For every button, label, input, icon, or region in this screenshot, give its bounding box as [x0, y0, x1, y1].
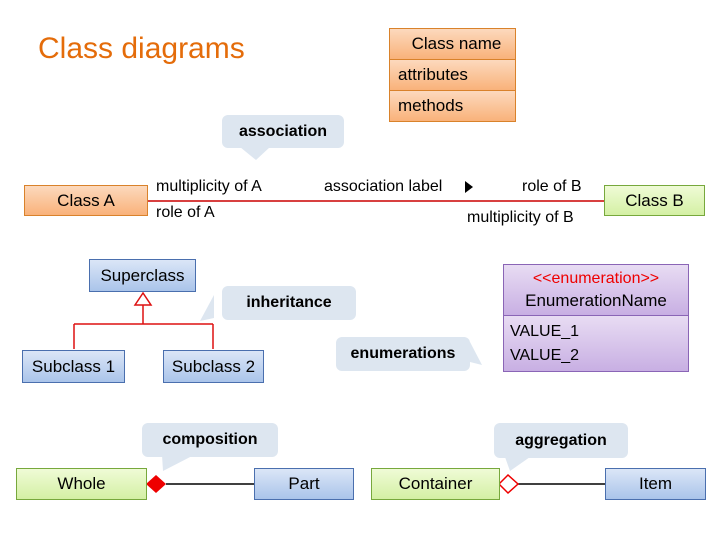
composition-callout: composition [142, 423, 278, 457]
enumeration-value-2: VALUE_2 [510, 347, 580, 364]
composition-diamond [146, 475, 166, 493]
enumeration-values: VALUE_1 VALUE_2 [503, 315, 689, 372]
aggregation-diamond [497, 473, 520, 495]
enumeration-name: EnumerationName [525, 291, 667, 310]
item-box: Item [605, 468, 706, 500]
role-b-label: role of B [522, 178, 582, 195]
legend-methods: methods [389, 90, 516, 122]
aggregation-callout: aggregation [494, 423, 628, 458]
enumeration-stereotype: <<enumeration>> [532, 270, 660, 287]
association-callout: association [222, 115, 344, 148]
part-box: Part [254, 468, 354, 500]
enumeration-header: <<enumeration>> EnumerationName [503, 264, 689, 316]
multiplicity-b-label: multiplicity of B [467, 209, 574, 226]
class-a-box: Class A [24, 185, 148, 216]
inheritance-triangle [133, 291, 153, 306]
enumeration-value-1: VALUE_1 [510, 323, 580, 340]
superclass-box: Superclass [89, 259, 196, 292]
enumerations-callout: enumerations [336, 337, 470, 371]
subclass-1-box: Subclass 1 [22, 350, 125, 383]
association-direction-arrow [465, 181, 473, 193]
inheritance-callout: inheritance [222, 286, 356, 320]
association-callout-tail [240, 147, 270, 160]
subclass-2-box: Subclass 2 [163, 350, 264, 383]
legend-class-name: Class name [389, 28, 516, 60]
page-title: Class diagrams [38, 32, 245, 65]
enumerations-callout-tail [470, 342, 482, 365]
inheritance-callout-tail [200, 295, 214, 321]
composition-callout-tail [162, 455, 194, 471]
class-b-box: Class B [604, 185, 705, 216]
whole-box: Whole [16, 468, 147, 500]
aggregation-callout-tail [505, 457, 530, 471]
multiplicity-a-label: multiplicity of A [156, 178, 262, 195]
association-label: association label [324, 178, 443, 195]
container-box: Container [371, 468, 500, 500]
role-a-label: role of A [156, 204, 215, 221]
